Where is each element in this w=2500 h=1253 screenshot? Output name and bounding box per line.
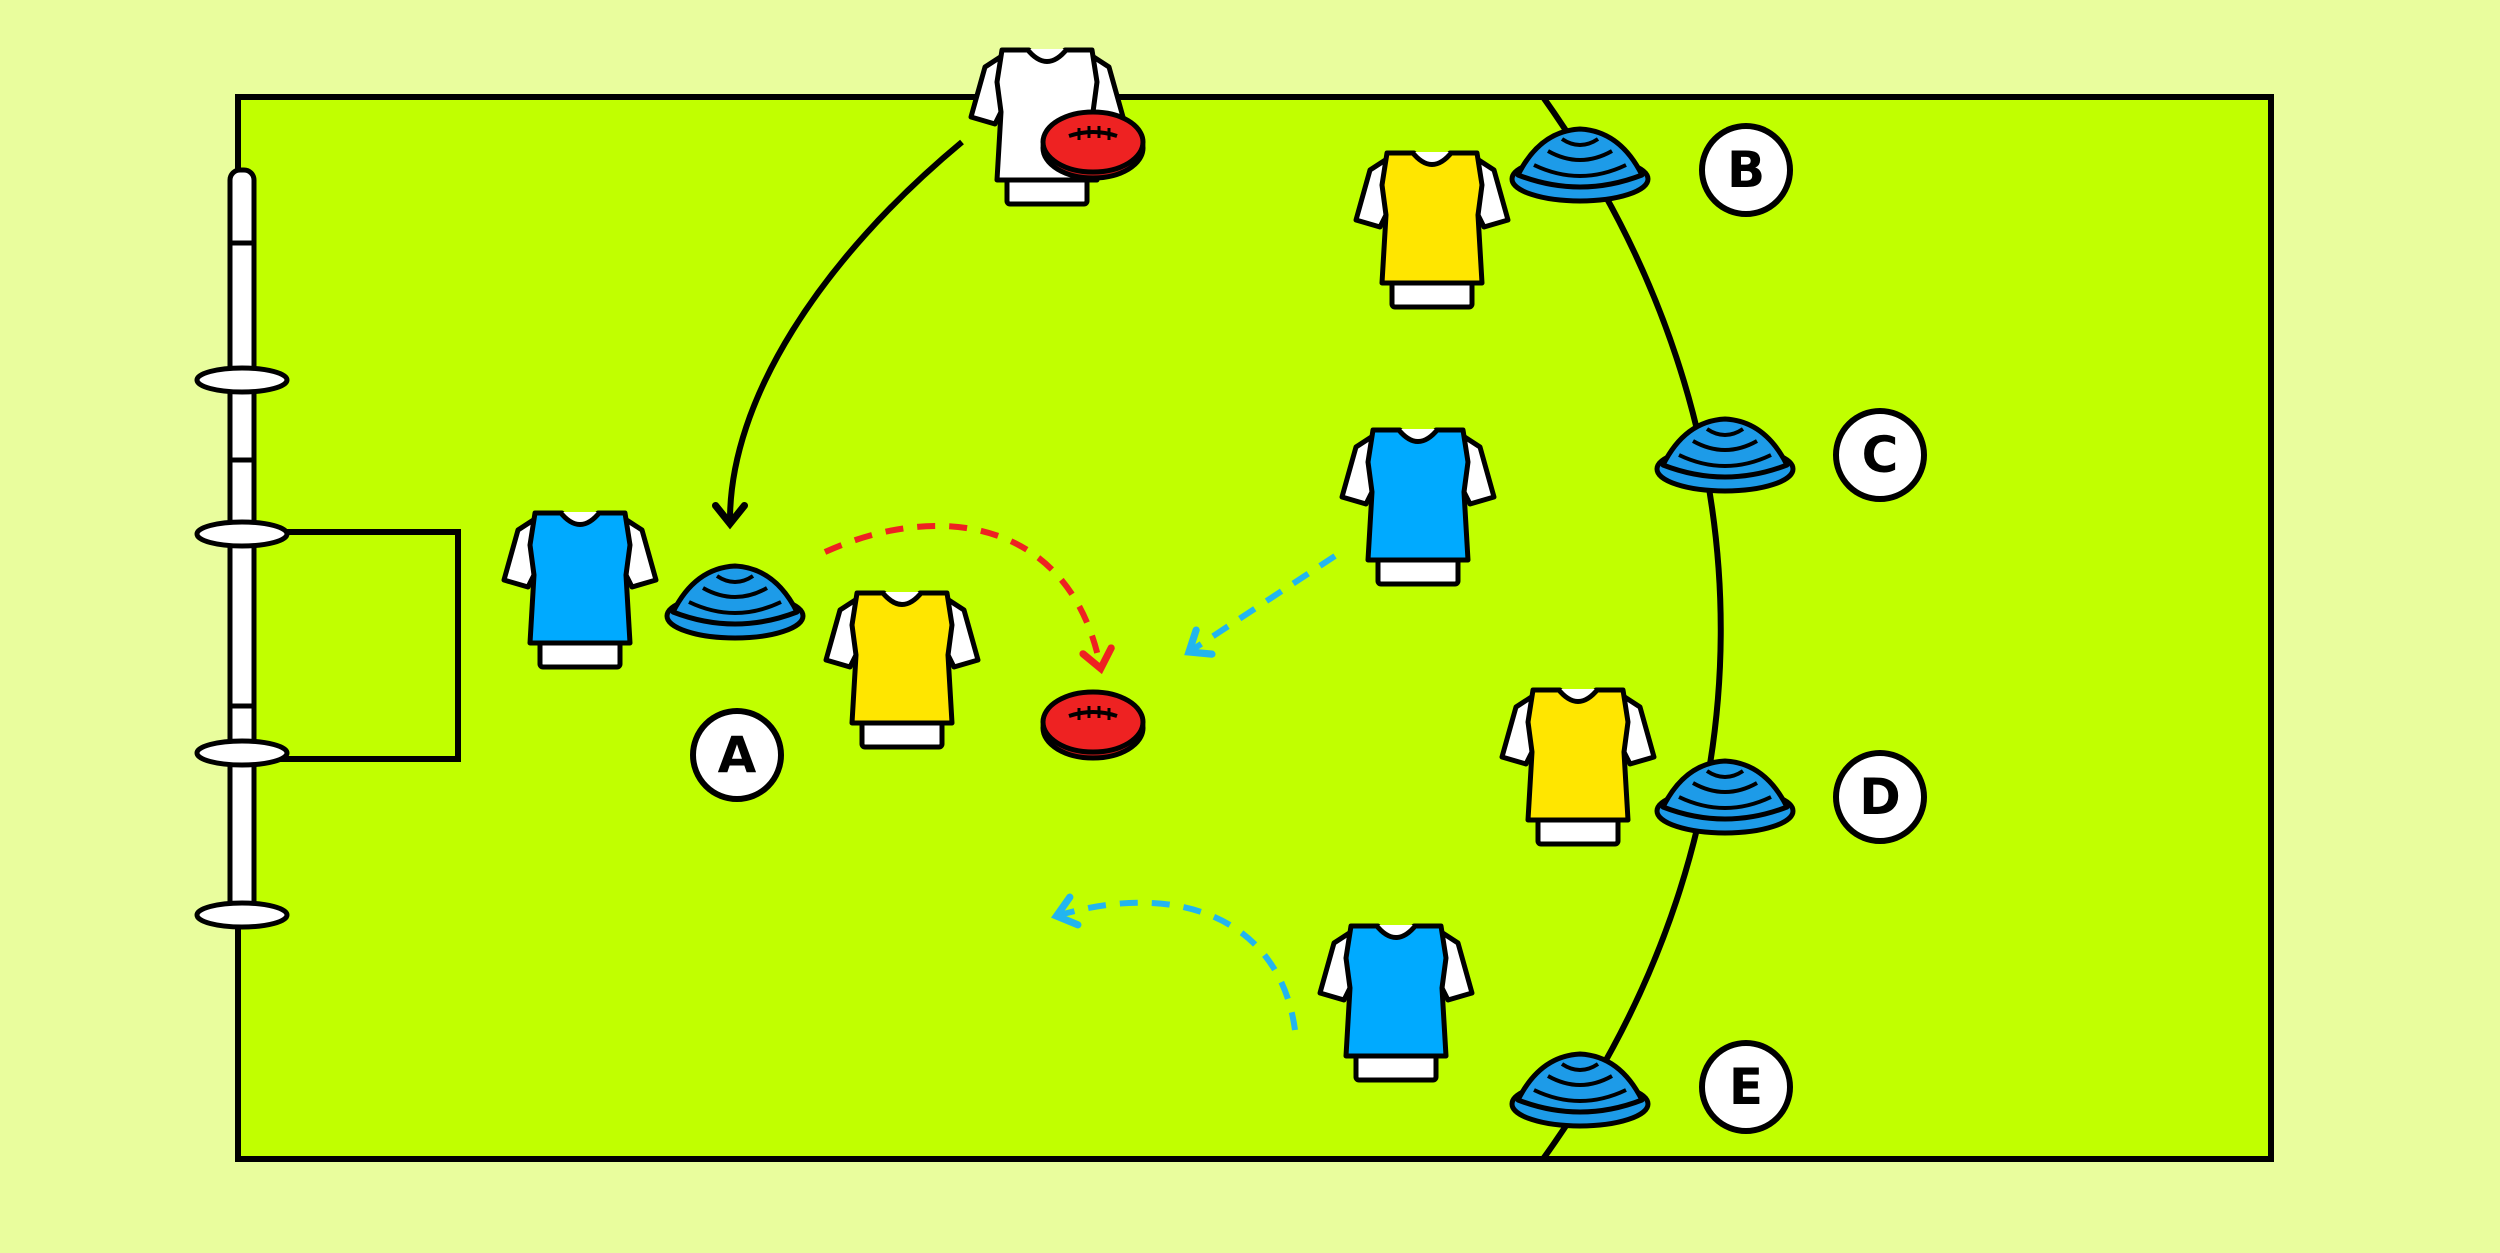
lead-path-arrow [1184,553,1337,658]
svg-text:E: E [1729,1058,1763,1116]
svg-text:B: B [1727,141,1765,199]
marker-d: D [1833,750,1927,844]
center-arc-line [1540,95,1724,1161]
svg-text:C: C [1862,426,1899,484]
svg-text:D: D [1859,768,1901,826]
marker-c: C [1833,408,1927,502]
goal-square [238,529,461,762]
svg-text:A: A [718,726,757,784]
marker-a: A [690,708,784,802]
kick-path-arrow [823,522,1115,675]
football-icon [1043,692,1143,758]
marker-e: E [1699,1040,1793,1134]
football-icon [1043,112,1143,178]
handball-path-arrow [712,139,964,530]
run-path-arrow [1051,893,1298,1031]
goal-posts-icon [194,167,290,930]
marker-b: B [1699,123,1793,217]
